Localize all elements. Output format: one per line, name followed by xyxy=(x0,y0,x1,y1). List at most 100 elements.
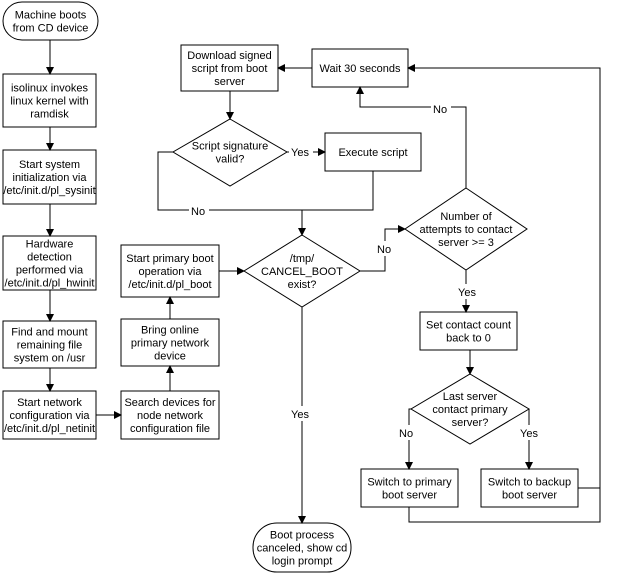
node-text-line: Script signature xyxy=(192,141,268,153)
node-text-line: linux kernel with xyxy=(10,96,88,108)
edge-label-cancel-yes: Yes xyxy=(291,409,309,421)
node-text-line: login prompt xyxy=(272,556,333,568)
node-text-line: server >= 3 xyxy=(438,237,494,249)
node-text-line: valid? xyxy=(216,154,245,166)
node-text-line: Switch to primary xyxy=(367,477,452,489)
edge-label-last-yes: Yes xyxy=(520,428,538,440)
node-wait-30-text: Wait 30 seconds xyxy=(320,63,401,75)
node-text-line: exist? xyxy=(288,279,317,291)
edge-sig-no-loop xyxy=(157,151,373,211)
node-text-line: from CD device xyxy=(13,23,89,35)
node-text-line: Start primary boot xyxy=(126,253,213,265)
node-text-line: detection xyxy=(27,252,72,264)
node-text-line: /tmp/ xyxy=(290,253,315,265)
node-text-line: back to 0 xyxy=(446,333,491,345)
node-text-line: Boot process xyxy=(270,530,335,542)
edge-label-sig-yes: Yes xyxy=(291,147,309,159)
node-text-line: Last server xyxy=(443,391,498,403)
node-text-line: Set contact count xyxy=(426,320,511,332)
node-text-line: script from boot xyxy=(192,63,268,75)
node-text-line: Bring online xyxy=(141,325,199,337)
node-execute-script: Execute script xyxy=(324,132,422,172)
node-text-line: Wait 30 seconds xyxy=(320,63,401,75)
node-execute-script-text: Execute script xyxy=(338,147,407,159)
node-text-line: Machine boots xyxy=(15,10,87,22)
node-text-line: Execute script xyxy=(338,147,407,159)
edge-label-sig-no: No xyxy=(191,206,205,218)
node-text-line: server? xyxy=(452,417,489,429)
node-text-line: Find and mount xyxy=(11,327,87,339)
node-text-line: contact primary xyxy=(432,404,508,416)
node-text-line: /etc/init.d/pl_netinit xyxy=(4,423,95,435)
edge-label-attempts-yes: Yes xyxy=(458,287,476,299)
edge-attempts-no-to-wait xyxy=(356,86,467,188)
node-text-line: operation via xyxy=(139,266,203,278)
node-text-line: Start system xyxy=(19,159,80,171)
node-text-line: /etc/init.d/pl_sysinit xyxy=(3,185,95,197)
node-text-line: canceled, show cd xyxy=(257,543,348,555)
node-text-line: initialization via xyxy=(13,172,88,184)
node-text-line: remaining file xyxy=(17,340,82,352)
node-text-line: Search devices for xyxy=(124,397,215,409)
edge-label-attempts-no: No xyxy=(433,104,447,116)
node-text-line: boot server xyxy=(502,490,557,502)
node-text-line: isolinux invokes xyxy=(11,83,89,95)
node-text-line: Download signed xyxy=(187,50,271,62)
edge-last-no-to-primary xyxy=(405,408,413,470)
edge-label-last-no: No xyxy=(399,428,413,440)
node-text-line: system on /usr xyxy=(14,353,86,365)
node-text-line: node network xyxy=(137,410,204,422)
node-text-line: primary network xyxy=(131,338,210,350)
edge-execute-to-cancel xyxy=(298,171,374,236)
node-text-line: /etc/init.d/pl_hwinit xyxy=(5,278,95,290)
node-text-line: ramdisk xyxy=(30,109,69,121)
node-text-line: server xyxy=(214,76,245,88)
edge-label-cancel-no: No xyxy=(377,244,391,256)
node-text-line: device xyxy=(154,351,186,363)
node-text-line: attempts to contact xyxy=(420,224,513,236)
node-text-line: boot server xyxy=(382,490,437,502)
node-text-line: Number of xyxy=(440,211,492,223)
node-text-line: CANCEL_BOOT xyxy=(261,266,343,278)
node-wait-30: Wait 30 seconds xyxy=(311,48,409,88)
node-text-line: configuration file xyxy=(130,423,210,435)
node-text-line: /etc/init.d/pl_boot xyxy=(128,279,211,291)
edge-backup-to-wait xyxy=(407,64,601,489)
node-text-line: configuration via xyxy=(9,410,90,422)
edge-primary-to-wait xyxy=(408,488,601,523)
node-text-line: Switch to backup xyxy=(488,477,571,489)
